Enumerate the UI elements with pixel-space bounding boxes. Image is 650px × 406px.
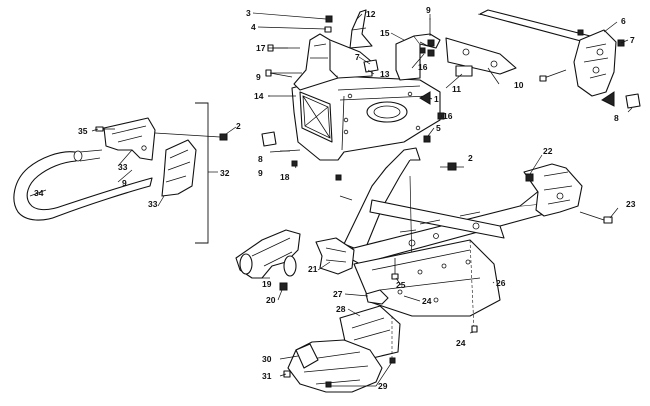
callout-5: 5 <box>436 123 441 133</box>
bracket-clip <box>363 59 379 73</box>
steering-block-8 <box>625 93 641 109</box>
hardware-nut-16a <box>419 47 426 54</box>
callout-11: 11 <box>452 84 461 94</box>
assembly-bracket <box>195 102 209 244</box>
upper-frame <box>293 33 373 91</box>
bumper-mount-bracket <box>103 117 156 161</box>
a-arm-mount-left <box>235 229 301 279</box>
callout-18: 18 <box>280 172 290 182</box>
main-frame <box>337 147 549 269</box>
callout-35: 35 <box>78 126 88 136</box>
callout-2-right: 2 <box>468 153 473 163</box>
front-bumper <box>13 149 153 221</box>
bracket-27 <box>365 289 389 305</box>
callout-24-upper: 24 <box>422 296 432 306</box>
callout-24-lower: 24 <box>456 338 466 348</box>
callout-25: 25 <box>396 280 406 290</box>
callout-20: 20 <box>266 295 276 305</box>
callout-16-top: 16 <box>418 62 428 72</box>
callout-14: 14 <box>254 91 264 101</box>
bumper-side-plate <box>161 139 197 197</box>
callout-9-left: 9 <box>256 72 261 82</box>
callout-8-right: 8 <box>614 113 619 123</box>
callout-12: 12 <box>366 9 376 19</box>
skid-bolt-24 <box>471 325 478 333</box>
callout-32: 32 <box>220 168 230 178</box>
callout-33-upper: 33 <box>118 162 128 172</box>
callout-30: 30 <box>262 354 272 364</box>
hardware-nut-18 <box>291 160 298 167</box>
callout-26: 26 <box>496 278 506 288</box>
callout-13: 13 <box>380 69 390 79</box>
callout-9-lower: 9 <box>258 168 263 178</box>
callout-17: 17 <box>256 43 266 53</box>
skid-bolt-25 <box>391 258 399 280</box>
steering-arrow <box>601 91 615 107</box>
hardware-block-8 <box>261 131 277 147</box>
callout-9-top: 9 <box>426 5 431 15</box>
callout-31: 31 <box>262 371 272 381</box>
callout-28: 28 <box>336 304 346 314</box>
hardware-nut-18b <box>335 174 342 181</box>
callout-34: 34 <box>34 188 44 198</box>
frame-side-bracket-22 <box>523 163 583 217</box>
steering-column-bracket <box>395 33 441 81</box>
callout-2-left: 2 <box>236 121 241 131</box>
hardware-nut-5 <box>423 135 431 143</box>
guard-nut-29 <box>325 357 396 388</box>
callout-9-bumper: 9 <box>122 178 127 188</box>
bumper-bolt <box>95 126 115 132</box>
callout-10: 10 <box>514 80 524 90</box>
leader-lines <box>29 12 633 387</box>
mount-nut-20 <box>279 282 288 291</box>
callout-8-left: 8 <box>258 154 263 164</box>
lower-guard <box>287 339 383 393</box>
hardware-nut-3 <box>325 15 333 23</box>
hardware-bolt-2b <box>440 162 464 171</box>
front-bulkhead <box>291 75 441 161</box>
bumper-nut <box>219 133 228 141</box>
callout-29: 29 <box>378 381 388 391</box>
skid-plate <box>353 239 501 331</box>
mount-plate <box>445 37 517 77</box>
callout-33-lower: 33 <box>148 199 158 209</box>
callout-19: 19 <box>262 279 272 289</box>
steering-post-bracket <box>477 9 617 97</box>
callout-7-right: 7 <box>630 35 635 45</box>
callout-22: 22 <box>543 146 553 156</box>
callout-1: 1 <box>434 94 439 104</box>
callout-4: 4 <box>251 22 256 32</box>
callout-21: 21 <box>308 264 318 274</box>
callout-23: 23 <box>626 199 636 209</box>
frame-bolt-23 <box>579 211 613 224</box>
hardware-washer-4 <box>324 26 332 33</box>
callout-16-mid: 16 <box>443 111 453 121</box>
callout-15: 15 <box>380 28 390 38</box>
callout-labels: 3 4 12 15 9 16 7 13 17 9 14 11 10 6 7 8 … <box>34 5 636 391</box>
callout-6: 6 <box>621 16 626 26</box>
callout-7-upper: 7 <box>355 52 360 62</box>
callout-27: 27 <box>333 289 343 299</box>
guard-bolt-31 <box>283 370 291 378</box>
callout-3: 3 <box>246 8 251 18</box>
